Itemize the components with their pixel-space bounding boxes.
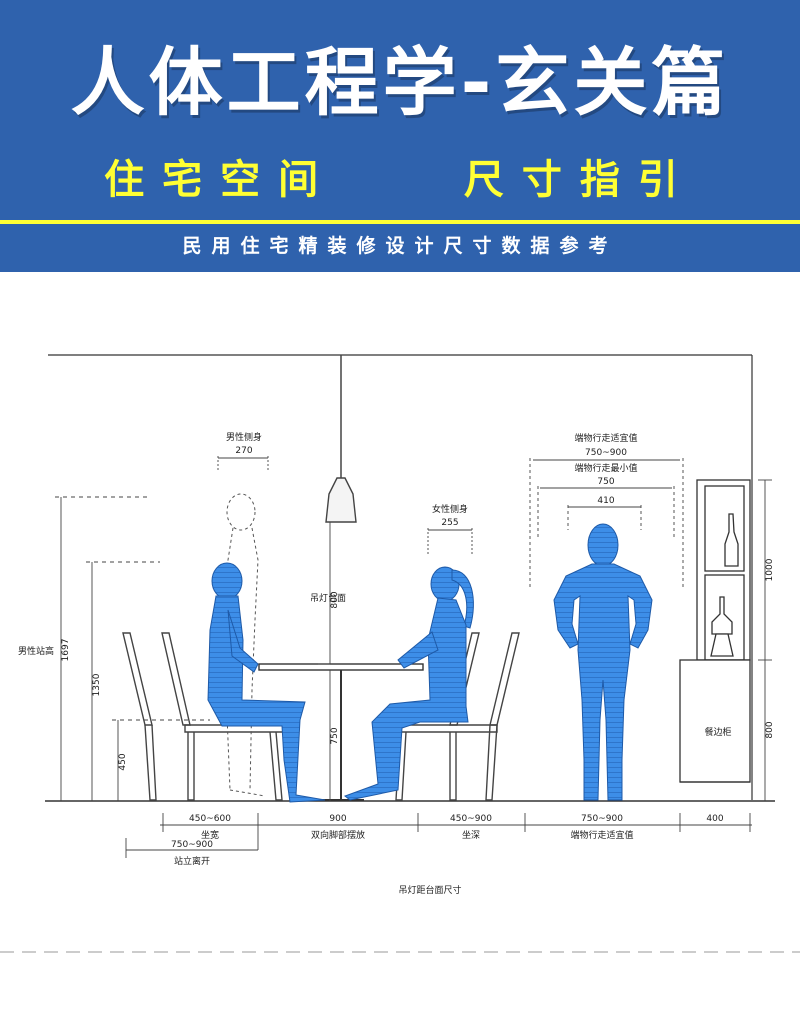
pendant-lamp — [325, 355, 357, 523]
dim-walk-suitable-bottom: 750~900 — [581, 814, 623, 824]
dining-ergonomics-diagram: 男性侧身 270 女性侧身 255 端物行走适宜值 750~900 端物行走最小… — [0, 272, 800, 1008]
label-lamp-to-table: 吊灯台面 — [310, 592, 346, 604]
page-subtitle: 住宅空间 尺寸指引 — [104, 157, 696, 203]
label-walk-min-value: 750 — [597, 477, 614, 487]
dim-800-lamp: 800 — [330, 591, 340, 608]
label-male-standing-height: 男性站高 — [18, 645, 54, 657]
header-banner: 人体工程学-玄关篇 住宅空间 尺寸指引 民用住宅精装修设计尺寸数据参考 — [0, 0, 800, 272]
dim-seat-depth: 450~900 — [450, 814, 492, 824]
seated-female-figure — [343, 566, 474, 801]
dimension-lines — [55, 456, 772, 858]
diagram-labels: 男性侧身 270 女性侧身 255 端物行走适宜值 750~900 端物行走最小… — [18, 431, 775, 896]
page-title: 人体工程学-玄关篇 — [70, 40, 730, 126]
dim-feet-space: 900 — [329, 814, 346, 824]
label-cabinet: 餐边柜 — [704, 726, 731, 738]
dim-seat-width: 450~600 — [189, 814, 231, 824]
label-female-side-width: 255 — [441, 518, 458, 528]
dim-stand-leave: 750~900 — [171, 840, 213, 850]
seated-male-figure — [207, 562, 326, 803]
label-feet-space: 双向脚部摆放 — [311, 829, 365, 841]
dim-800-cabinet: 800 — [765, 721, 775, 738]
label-person-width: 410 — [597, 496, 614, 506]
label-female-side: 女性侧身 — [432, 503, 468, 515]
label-walk-suitable: 端物行走适宜值 — [574, 432, 637, 444]
label-walk-min: 端物行走最小值 — [574, 462, 637, 474]
sideboard-cabinet — [679, 479, 751, 783]
dim-cabinet-depth: 400 — [706, 814, 723, 824]
caption-lamp-distance: 吊灯距台面尺寸 — [398, 884, 461, 896]
label-walk-suitable-range: 750~900 — [585, 448, 627, 458]
page-tagline: 民用住宅精装修设计尺寸数据参考 — [182, 235, 618, 257]
label-stand-leave: 站立离开 — [174, 855, 210, 867]
standing-male-figure — [553, 523, 653, 801]
dim-1350: 1350 — [92, 673, 102, 696]
room-frame — [45, 354, 775, 802]
label-seat-width: 坐宽 — [201, 829, 219, 841]
label-male-side: 男性侧身 — [226, 431, 262, 443]
dining-table — [258, 663, 424, 801]
dim-1000: 1000 — [765, 558, 775, 581]
label-walk-suitable-bottom: 端物行走适宜值 — [570, 829, 633, 841]
label-male-side-width: 270 — [235, 446, 252, 456]
dim-450: 450 — [118, 753, 128, 770]
dim-1697: 1697 — [61, 639, 71, 662]
dim-750-table: 750 — [330, 727, 340, 744]
diagram-canvas: 男性侧身 270 女性侧身 255 端物行走适宜值 750~900 端物行走最小… — [0, 354, 800, 953]
header-divider — [0, 220, 800, 224]
label-seat-depth: 坐深 — [462, 830, 480, 841]
